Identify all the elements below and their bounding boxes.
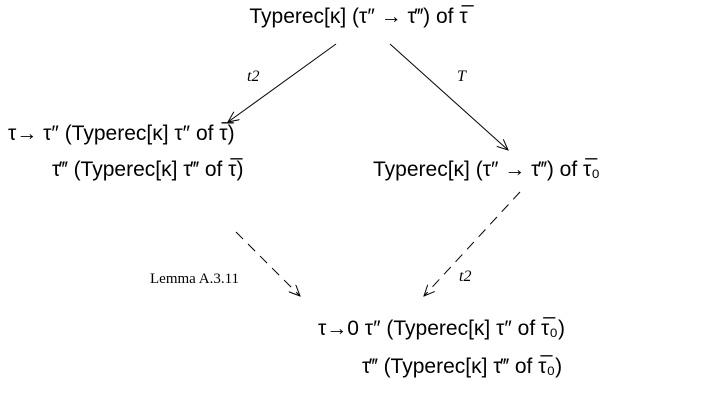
arrow-right-to-bottom (424, 191, 521, 296)
edge-label-lemma: Lemma A.3.11 (150, 271, 240, 287)
arrow-top-to-right (389, 43, 508, 150)
arrow-left-to-bottom (235, 231, 300, 296)
arrow-top-to-left (228, 43, 337, 122)
node-right-label: Typerec[κ] (τ″ → τ‴) of τ̅₀ (373, 158, 601, 181)
node-top-label: Typerec[κ] (τ″ → τ‴) of τ̅ (249, 5, 468, 28)
node-left-line2: τ‴ (Typerec[κ] τ‴ of τ̅) (52, 158, 244, 181)
node-bottom-line1: τ→0 τ″ (Typerec[κ] τ″ of τ̅₀) (318, 317, 565, 340)
node-left: τ→ τ″ (Typerec[κ] τ″ of τ̅) τ‴ (Typerec[… (8, 121, 243, 183)
node-right: Typerec[κ] (τ″ → τ‴) of τ̅₀ (373, 157, 600, 183)
edge-label-top-right: T (457, 68, 466, 85)
node-left-line1: τ→ τ″ (Typerec[κ] τ″ of τ̅) (8, 122, 235, 145)
node-top: Typerec[κ] (τ″ → τ‴) of τ̅ (0, 4, 717, 30)
edge-label-right-bottom: t2 (459, 268, 472, 285)
edge-label-top-left: t2 (247, 68, 260, 85)
node-bottom: τ→0 τ″ (Typerec[κ] τ″ of τ̅₀) τ‴ (Typere… (318, 316, 565, 380)
node-bottom-line2: τ‴ (Typerec[κ] τ‴ of τ̅₀) (362, 355, 563, 378)
